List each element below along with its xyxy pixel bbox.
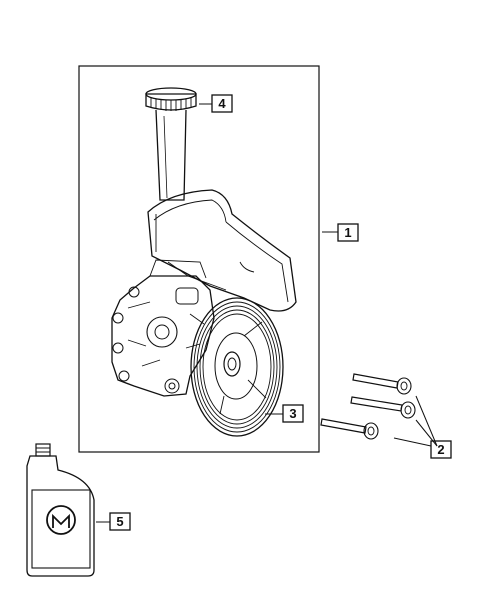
pulley[interactable]	[190, 297, 284, 437]
callout-3-label: 3	[289, 406, 296, 421]
fluid-bottle[interactable]	[26, 443, 95, 577]
callout-3[interactable]: 3	[265, 404, 304, 423]
reservoir-cap[interactable]	[145, 87, 197, 111]
callout-4[interactable]: 4	[199, 94, 233, 113]
callout-2-label: 2	[437, 442, 444, 457]
callout-5[interactable]: 5	[96, 512, 131, 531]
pump-body	[111, 259, 215, 397]
bolt-2[interactable]	[350, 396, 416, 419]
fluid-reservoir	[147, 109, 297, 312]
brand-logo	[46, 505, 76, 535]
assembly-frame	[78, 65, 320, 453]
callout-1-label: 1	[344, 225, 351, 240]
bolt-1[interactable]	[352, 373, 412, 395]
callout-5-label: 5	[116, 514, 123, 529]
callout-1[interactable]: 1	[322, 223, 359, 242]
callout-2[interactable]: 2	[393, 395, 452, 459]
mounting-bolts[interactable]	[320, 373, 416, 440]
callout-4-label: 4	[218, 96, 226, 111]
bolt-3[interactable]	[320, 418, 379, 440]
